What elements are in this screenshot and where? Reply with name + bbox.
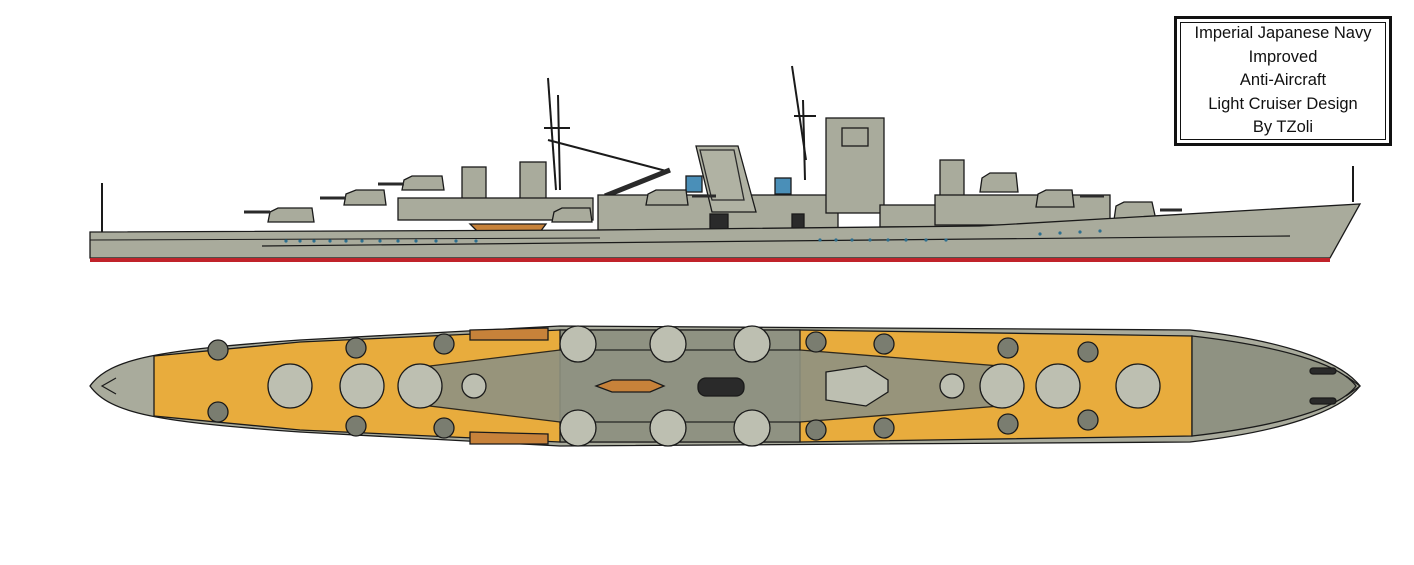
title-line-author: By TZoli <box>1252 118 1314 137</box>
portholes <box>284 229 1102 243</box>
boot-topping <box>90 258 1330 262</box>
title-box: Imperial Japanese Navy Improved Anti-Air… <box>1174 16 1392 146</box>
masts <box>101 65 1354 232</box>
title-line-navy: Imperial Japanese Navy <box>1194 24 1372 43</box>
superstructure <box>397 117 1111 233</box>
title-line-improved: Improved <box>1248 47 1318 66</box>
side-profile-view <box>89 65 1362 262</box>
title-inner-frame: Imperial Japanese Navy Improved Anti-Air… <box>1180 22 1386 140</box>
side-turrets <box>267 172 1157 223</box>
title-line-anti-aircraft: Anti-Aircraft <box>1239 71 1327 90</box>
plan-aa-mounts <box>207 331 1099 441</box>
plan-turrets <box>267 325 1161 447</box>
gun-barrels <box>244 182 1182 214</box>
title-line-design: Light Cruiser Design <box>1208 94 1358 113</box>
plan-view <box>89 325 1362 447</box>
